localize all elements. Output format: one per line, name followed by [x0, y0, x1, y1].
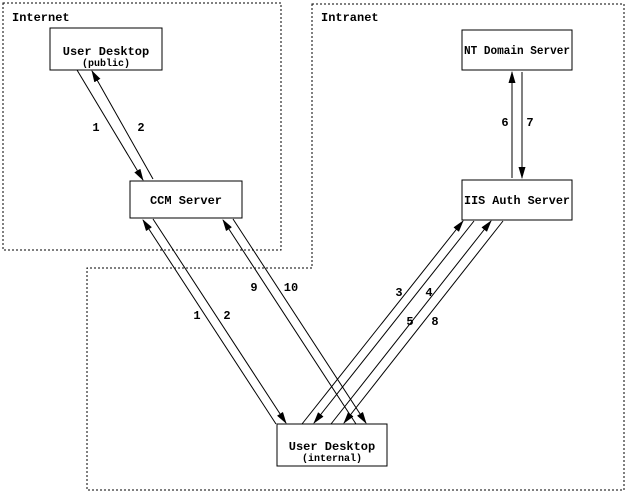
arrow-6-label: 6: [501, 116, 508, 130]
zone-internet-border: [2, 2, 282, 251]
zone-internet-label: Internet: [12, 11, 70, 25]
arrow-5-label: 5: [406, 315, 413, 329]
zone-intranet-label: Intranet: [321, 11, 379, 25]
arrow-1-public-ccm-label: 1: [92, 121, 99, 135]
arrow-3-label: 3: [395, 286, 402, 300]
arrow-2-ccm-to-internal: [152, 218, 287, 424]
node-iis-auth-server: IIS Auth Server: [461, 179, 573, 221]
arrow-9-label: 9: [250, 281, 257, 295]
node-nt-domain-server-label: NT Domain Server: [464, 44, 570, 58]
arrow-10-label: 10: [284, 281, 298, 295]
node-ccm-server-box: [129, 180, 243, 219]
node-iis-auth-server-box: [461, 179, 573, 221]
arrow-4-label: 4: [425, 286, 432, 300]
arrow-1-public-to-ccm: [76, 69, 144, 181]
node-iis-auth-server-label: IIS Auth Server: [464, 194, 570, 208]
node-user-desktop-internal-label: User Desktop: [289, 440, 375, 454]
node-ccm-server-label: CCM Server: [150, 194, 222, 208]
node-nt-domain-server-box: [461, 29, 573, 71]
arrow-1-internal-to-ccm: [142, 219, 277, 425]
arrow-2-ccm-to-public: [91, 70, 154, 180]
node-user-desktop-internal-box: [276, 423, 388, 467]
node-user-desktop-public: User Desktop (public): [49, 27, 163, 71]
node-user-desktop-public-box: [49, 27, 163, 71]
arrow-3-internal-to-iis: [301, 220, 464, 425]
node-user-desktop-public-label: User Desktop: [63, 45, 149, 59]
arrow-8-label: 8: [431, 315, 438, 329]
arrow-10-ccm-to-internal: [232, 218, 367, 424]
node-user-desktop-internal-sublabel: (internal): [302, 453, 362, 465]
node-ccm-server: CCM Server: [129, 180, 243, 219]
arrow-8-iis-to-internal: [343, 220, 504, 424]
arrow-2-ccm-internal-label: 2: [223, 309, 230, 323]
node-user-desktop-public-sublabel: (public): [82, 58, 130, 70]
node-nt-domain-server: NT Domain Server: [461, 29, 573, 71]
arrow-4-iis-to-internal: [313, 220, 475, 424]
arrow-1-internal-ccm-label: 1: [193, 309, 200, 323]
zone-intranet-border: [86, 3, 625, 491]
arrow-2-ccm-public-label: 2: [137, 121, 144, 135]
arrow-5-internal-to-iis: [330, 220, 492, 425]
arrow-9-internal-to-ccm: [222, 219, 357, 425]
arrow-7-label: 7: [526, 116, 533, 130]
node-user-desktop-internal: User Desktop (internal): [276, 423, 388, 467]
